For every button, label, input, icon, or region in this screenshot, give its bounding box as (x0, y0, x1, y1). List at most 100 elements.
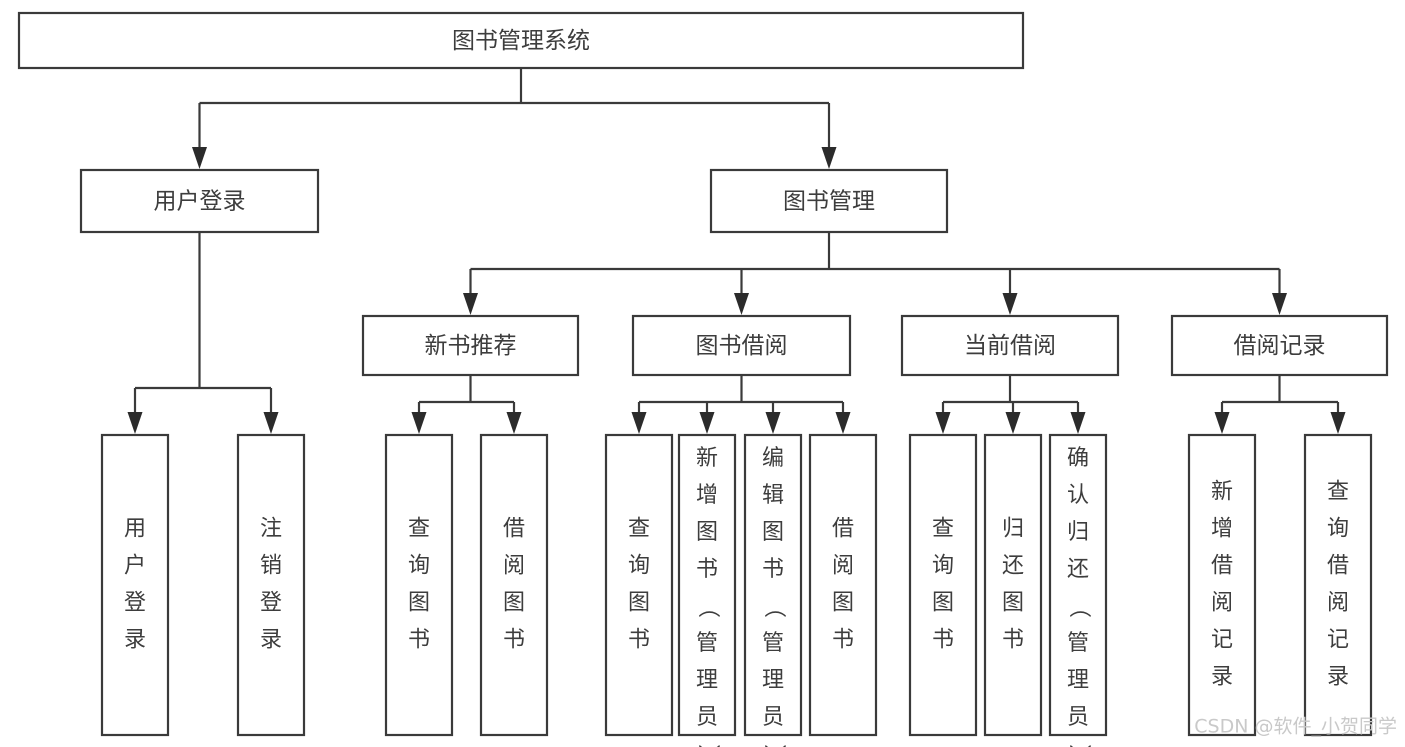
node-label-char: 增 (696, 483, 718, 508)
arrow-head-icon (127, 412, 143, 434)
node-box[interactable] (908, 433, 978, 737)
node-box[interactable] (677, 433, 737, 737)
node-box[interactable] (983, 433, 1043, 737)
arrow-head-icon (1005, 412, 1021, 434)
node-box[interactable] (1170, 314, 1389, 377)
node-label-char: 书 (832, 628, 854, 653)
node-label: 用户登录 (154, 189, 246, 215)
node-box[interactable] (709, 168, 949, 234)
node-box[interactable] (604, 433, 674, 737)
arrow-head-icon (699, 412, 715, 434)
node-new-book-rec[interactable]: 新书推荐 (361, 314, 580, 377)
node-label-char: 书 (408, 628, 430, 653)
node-box[interactable] (384, 433, 454, 737)
node-box[interactable] (361, 314, 580, 377)
node-label-char: 归 (1002, 517, 1024, 542)
arrow-head-icon (631, 412, 647, 434)
node-label-char: 理 (696, 668, 718, 693)
node-book-manage[interactable]: 图书管理 (709, 168, 949, 234)
node-label: 图书管理 (783, 189, 875, 215)
node-label-char: 录 (124, 628, 146, 653)
node-label-char: 书 (932, 628, 954, 653)
node-layer: 图书管理系统用户登录图书管理新书推荐图书借阅当前借阅借阅记录用户登录注销登录查询… (17, 11, 1389, 747)
node-label-char: 书 (503, 628, 525, 653)
node-box[interactable] (1048, 433, 1108, 737)
node-book-borrow[interactable]: 图书借阅 (631, 314, 852, 377)
node-box[interactable] (631, 314, 852, 377)
node-box[interactable] (479, 433, 549, 737)
node-box[interactable] (236, 433, 306, 737)
node-label-char: 询 (408, 554, 430, 579)
node-label-char: ） (1066, 744, 1091, 747)
node-current-borrow[interactable]: 当前借阅 (900, 314, 1120, 377)
node-label-char: 户 (124, 554, 146, 579)
node-label-char: 借 (1211, 554, 1233, 579)
node-label-char: 用 (124, 517, 146, 542)
node-box[interactable] (100, 433, 170, 737)
node-label-char: 借 (832, 517, 854, 542)
connector-layer (127, 68, 1346, 434)
node-label: 用户登录 (124, 517, 146, 653)
node-label-char: 书 (1002, 628, 1024, 653)
arrow-head-icon (263, 412, 279, 434)
arrow-head-icon (506, 412, 522, 434)
node-box[interactable] (79, 168, 320, 234)
node-label: 借阅记录 (1234, 333, 1326, 359)
node-label-char: 查 (408, 517, 430, 542)
node-box[interactable] (743, 433, 803, 737)
node-label-char: ） (695, 744, 720, 747)
node-borrow-record[interactable]: 借阅记录 (1170, 314, 1389, 377)
node-label-char: 阅 (503, 554, 525, 579)
node-root[interactable]: 图书管理系统 (17, 11, 1025, 70)
node-box[interactable] (1187, 433, 1257, 737)
node-label-char: 借 (1327, 554, 1349, 579)
node-box[interactable] (808, 433, 878, 737)
node-label-char: 询 (1327, 517, 1349, 542)
node-label-char: 理 (762, 668, 784, 693)
arrow-head-icon (935, 412, 951, 434)
node-label-char: 图 (762, 520, 784, 545)
node-label-char: 图 (1002, 591, 1024, 616)
node-label-char: 录 (1327, 665, 1349, 690)
arrow-head-icon (192, 147, 207, 169)
node-box[interactable] (900, 314, 1120, 377)
node-box[interactable] (17, 11, 1025, 70)
node-label-char: 编 (762, 446, 784, 471)
arrow-head-icon (1330, 412, 1346, 434)
node-label-char: 查 (932, 517, 954, 542)
node-label-char: 确 (1067, 446, 1089, 471)
node-label-char: 销 (260, 554, 282, 579)
node-label-char: 图 (628, 591, 650, 616)
node-label-char: 图 (408, 591, 430, 616)
node-label-char: 员 (1067, 705, 1089, 730)
node-leaf-user-login[interactable]: 用户登录 (100, 433, 170, 737)
arrow-head-icon (1214, 412, 1230, 434)
arrow-head-icon (734, 293, 749, 315)
node-box[interactable] (1303, 433, 1373, 737)
node-label-char: （ (761, 596, 786, 618)
node-user-login[interactable]: 用户登录 (79, 168, 320, 234)
node-label-char: 录 (1211, 665, 1233, 690)
node-label-char: 图 (503, 591, 525, 616)
arrow-head-icon (411, 412, 427, 434)
